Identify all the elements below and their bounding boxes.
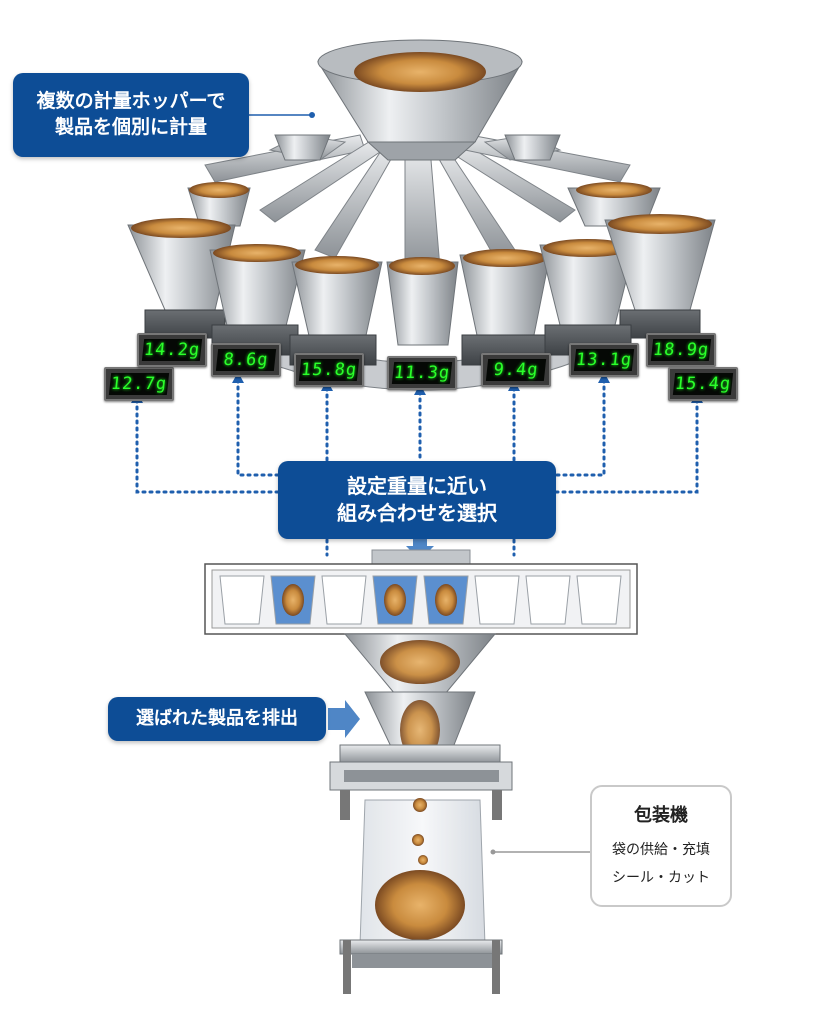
discharge-arrow — [328, 700, 360, 738]
timing-buckets — [219, 575, 622, 625]
callout-weigh-line2: 製品を個別に計量 — [54, 116, 207, 138]
weight-value-8: 18.9g — [650, 339, 712, 361]
bucket-8 — [576, 575, 622, 625]
bucket-3 — [321, 575, 367, 625]
selection-arrows — [135, 378, 699, 557]
hopper-2 — [209, 244, 306, 331]
weight-value-5: 11.3g — [391, 362, 453, 384]
packaging-connector-dot — [490, 849, 496, 855]
weight-display-5: 11.3g — [387, 356, 457, 390]
collection-tray — [204, 549, 638, 635]
back-hoppers — [187, 134, 661, 227]
weight-value-4: 15.8g — [298, 359, 360, 381]
hopper-4 — [386, 257, 459, 346]
discharge-funnel — [343, 633, 497, 760]
weight-display-8: 18.9g — [646, 333, 716, 367]
callout-discharge: 選ばれた製品を排出 — [108, 697, 326, 741]
weight-display-1: 12.7g — [104, 367, 174, 401]
weight-display-9: 15.4g — [668, 367, 738, 401]
hopper-7 — [604, 214, 716, 339]
hopper-3 — [291, 256, 383, 341]
callout-weigh-hoppers: 複数の計量ホッパーで 製品を個別に計量 — [13, 73, 249, 157]
bucket-7 — [525, 575, 571, 625]
callout-select-combination: 設定重量に近い 組み合わせを選択 — [278, 461, 556, 539]
weight-value-3: 8.6g — [215, 349, 277, 371]
bucket-product-5 — [435, 584, 457, 616]
bucket-product-2 — [282, 584, 304, 616]
callout-select-line2: 組み合わせを選択 — [337, 501, 497, 525]
weight-display-3: 8.6g — [211, 343, 281, 377]
weight-display-7: 13.1g — [569, 343, 639, 377]
packaging-line-1: 袋の供給・充填 — [612, 842, 710, 858]
bucket-product-4 — [384, 584, 406, 616]
packaging-line-2: シール・カット — [612, 870, 710, 886]
weight-display-6: 9.4g — [481, 353, 551, 387]
hopper-6 — [539, 239, 636, 326]
packaging-machine — [329, 744, 513, 994]
callout-select-line1: 設定重量に近い — [347, 474, 487, 498]
bucket-6 — [474, 575, 520, 625]
packaging-machine-label: 包装機 袋の供給・充填 シール・カット — [590, 785, 732, 907]
hopper-1 — [127, 218, 236, 339]
weight-display-2: 14.2g — [137, 333, 207, 367]
connector-dot — [309, 112, 315, 118]
top-feed-cone — [317, 39, 523, 161]
hopper-5 — [459, 249, 551, 341]
packaging-title: 包装機 — [634, 805, 688, 826]
bucket-1 — [219, 575, 265, 625]
weight-display-4: 15.8g — [294, 353, 364, 387]
callout-discharge-text: 選ばれた製品を排出 — [136, 707, 298, 729]
weight-value-1: 12.7g — [108, 373, 170, 395]
weight-value-6: 9.4g — [485, 359, 547, 381]
callout-weigh-line1: 複数の計量ホッパーで — [36, 90, 226, 113]
weight-value-7: 13.1g — [573, 349, 635, 371]
weight-value-2: 14.2g — [141, 339, 203, 361]
weight-value-9: 15.4g — [672, 373, 734, 395]
